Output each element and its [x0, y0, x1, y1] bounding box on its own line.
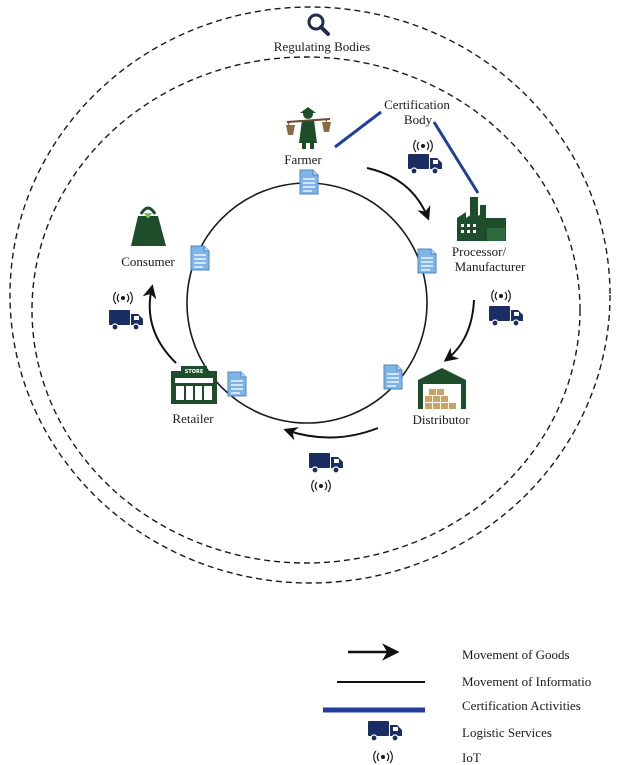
legend-truck-icon — [367, 720, 403, 742]
legend-iot-label: IoT — [462, 750, 481, 765]
warehouse-icon — [418, 368, 466, 409]
document-icon — [227, 371, 247, 397]
processor-label-line2: Manufacturer — [455, 259, 526, 274]
legend-logistics-label: Logistic Services — [462, 725, 552, 740]
legend-certification-label: Certification Activities — [462, 698, 581, 713]
distributor-label: Distributor — [412, 412, 470, 427]
truck-icon — [488, 305, 524, 327]
certification-line-farmer — [334, 110, 382, 149]
document-icon — [299, 169, 319, 195]
factory-icon — [457, 197, 506, 241]
goods-arrow-farmer-to-processor — [366, 167, 431, 221]
store-icon: STORE — [171, 366, 217, 404]
iot-icon — [413, 139, 433, 153]
consumer-label: Consumer — [121, 254, 175, 269]
certification-body-label-line2: Body — [404, 112, 433, 127]
processor-label-line1: Processor/ — [452, 244, 507, 259]
goods-arrow-distributor-to-retailer — [283, 427, 379, 441]
truck-icon — [108, 309, 144, 331]
legend-information-label: Movement of Informatio — [462, 674, 591, 689]
regulating-bodies-ring — [9, 6, 611, 584]
document-icon — [383, 364, 403, 390]
legend-iot-icon — [373, 750, 393, 764]
magnifier-icon — [307, 13, 330, 36]
truck-icon — [308, 452, 344, 474]
shopping-bag-icon — [131, 206, 166, 246]
truck-icon — [407, 153, 443, 175]
iot-icon — [491, 289, 511, 303]
regulating-bodies-label: Regulating Bodies — [274, 39, 370, 54]
document-icon — [417, 248, 437, 274]
goods-arrow-processor-to-distributor — [443, 299, 475, 362]
goods-arrow-retailer-to-consumer — [142, 284, 177, 364]
store-sign: STORE — [185, 369, 204, 375]
iot-icon — [113, 291, 133, 305]
certification-body-label-line1: Certification — [384, 97, 450, 112]
retailer-label: Retailer — [172, 411, 214, 426]
legend: Movement of Goods Movement of Informatio… — [323, 643, 591, 765]
farmer-label: Farmer — [284, 152, 322, 167]
iot-icon — [311, 479, 331, 493]
certification-line-processor — [432, 121, 480, 194]
farmer-icon — [286, 107, 331, 149]
document-icon — [190, 245, 210, 271]
legend-goods-label: Movement of Goods — [462, 647, 570, 662]
certification-ring — [31, 56, 581, 564]
